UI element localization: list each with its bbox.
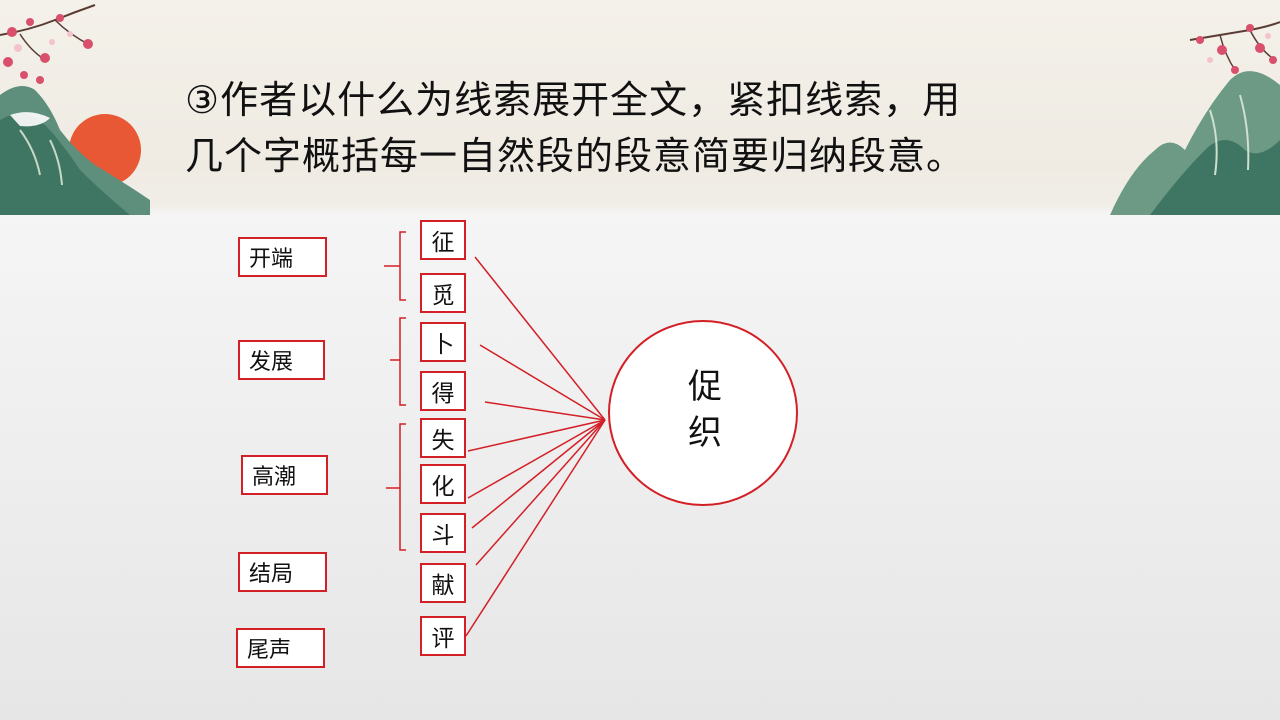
link-xian — [475, 419, 606, 566]
link-zheng — [474, 256, 606, 421]
keyword-label: 觅 — [431, 283, 455, 309]
category-weisheng: 尾声 — [236, 628, 325, 668]
keyword-label: 化 — [431, 474, 455, 500]
keyword-box: 觅 — [420, 273, 466, 313]
keyword-box: 化 — [420, 464, 466, 504]
brace-fazhan — [390, 317, 406, 406]
keyword-box: 评 — [420, 616, 466, 656]
category-jieju: 结局 — [238, 552, 327, 592]
brace-kaiduan — [384, 231, 406, 301]
title-line-1: ③作者以什么为线索展开全文，紧扣线索，用 — [185, 78, 962, 122]
category-label: 尾声 — [247, 638, 292, 663]
keyword-box: 卜 — [420, 322, 466, 362]
keyword-box: 征 — [420, 220, 466, 260]
keyword-box: 失 — [420, 418, 466, 458]
category-fazhan: 发展 — [238, 340, 325, 380]
title-line-2: 几个字概括每一自然段的段意简要归纳段意。 — [185, 134, 966, 178]
category-label: 发展 — [249, 350, 294, 375]
category-gaochao: 高潮 — [241, 455, 328, 495]
brace-gaochao — [386, 423, 406, 551]
plum-blossom-branch-icon — [0, 4, 150, 215]
center-label-line-2: 织 — [688, 413, 722, 453]
keyword-label: 斗 — [431, 523, 455, 549]
mountain-landscape-right-icon — [1110, 21, 1280, 215]
link-bu — [479, 344, 606, 421]
keyword-label: 失 — [431, 428, 455, 454]
link-de — [484, 401, 606, 421]
keyword-box: 斗 — [420, 513, 466, 553]
keyword-label: 献 — [431, 573, 455, 599]
keyword-label: 征 — [431, 230, 455, 256]
link-ping — [465, 419, 606, 637]
link-hua — [467, 419, 606, 499]
category-label: 开端 — [249, 247, 294, 272]
page-title: ③作者以什么为线索展开全文，紧扣线索，用 几个字概括每一自然段的段意简要归纳段意… — [185, 72, 1085, 184]
keyword-box: 献 — [420, 563, 466, 603]
category-label: 高潮 — [252, 465, 297, 490]
keyword-box: 得 — [420, 371, 466, 411]
keyword-label: 评 — [431, 626, 455, 652]
keyword-label: 得 — [431, 381, 455, 407]
keyword-label: 卜 — [431, 332, 455, 358]
center-circle — [608, 320, 798, 506]
link-dou — [471, 419, 606, 529]
header-band — [0, 0, 1280, 210]
center-label: 促 织 — [660, 364, 750, 456]
category-kaiduan: 开端 — [238, 237, 327, 277]
center-label-line-1: 促 — [688, 367, 722, 407]
link-shi — [467, 419, 606, 452]
category-label: 结局 — [249, 562, 294, 587]
